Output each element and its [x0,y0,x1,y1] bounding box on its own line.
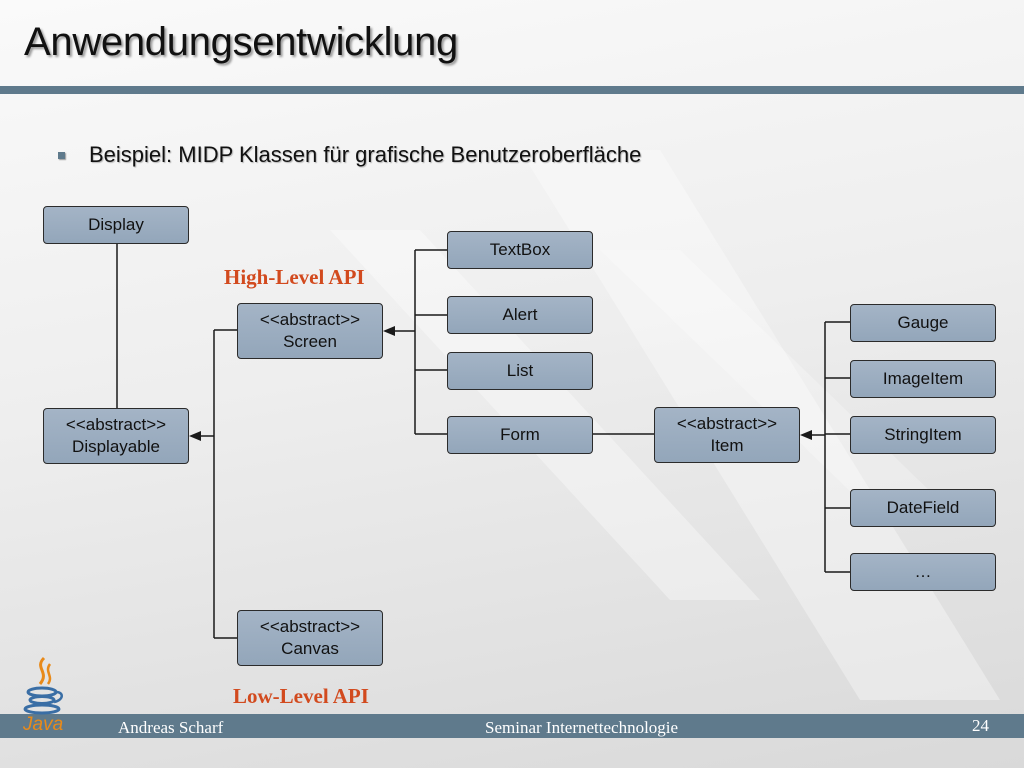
bullet-text: Beispiel: MIDP Klassen für grafische Ben… [89,142,642,167]
box-textbox-name: TextBox [489,240,551,259]
box-screen: <<abstract>> Screen [237,303,383,359]
box-item: <<abstract>> Item [654,407,800,463]
high-level-api-label: High-Level API [224,265,365,289]
footer-seminar: Seminar Internettechnologie [485,718,679,737]
box-item-name: Item [710,436,744,455]
title-divider [0,86,1024,94]
box-item-stereotype: <<abstract>> [676,414,778,433]
box-more-name: … [914,562,932,581]
java-cup-icon [23,656,63,715]
box-datefield: DateField [850,489,996,527]
box-list: List [447,352,593,390]
box-canvas-name: Canvas [281,639,339,658]
footer-bar [0,714,1024,738]
box-imageitem: ImageItem [850,360,996,398]
box-imageitem-name: ImageItem [882,369,964,388]
box-more: … [850,553,996,591]
page-number: 24 [972,716,989,735]
box-display: Display [43,206,189,244]
box-form: Form [447,416,593,454]
box-canvas-stereotype: <<abstract>> [259,617,361,636]
box-form-name: Form [500,425,540,444]
box-textbox: TextBox [447,231,593,269]
java-logo-text: Java [23,714,64,735]
box-displayable-name: Displayable [72,437,160,456]
box-list-name: List [506,361,534,380]
box-alert: Alert [447,296,593,334]
bullet-item: Beispiel: MIDP Klassen für grafische Ben… [58,142,641,168]
box-stringitem: StringItem [850,416,996,454]
box-datefield-name: DateField [886,498,960,517]
box-alert-name: Alert [502,305,538,324]
box-screen-name: Screen [283,332,337,351]
slide-title: Anwendungsentwicklung [24,20,458,64]
box-displayable: <<abstract>> Displayable [43,408,189,464]
box-stringitem-name: StringItem [884,425,962,444]
low-level-api-label: Low-Level API [233,684,369,708]
bullet-marker [58,151,65,159]
footer-author: Andreas Scharf [118,718,224,737]
box-screen-stereotype: <<abstract>> [259,310,361,329]
box-displayable-stereotype: <<abstract>> [65,415,167,434]
box-display-name: Display [88,215,144,234]
box-canvas: <<abstract>> Canvas [237,610,383,666]
box-gauge-name: Gauge [897,313,949,332]
box-gauge: Gauge [850,304,996,342]
